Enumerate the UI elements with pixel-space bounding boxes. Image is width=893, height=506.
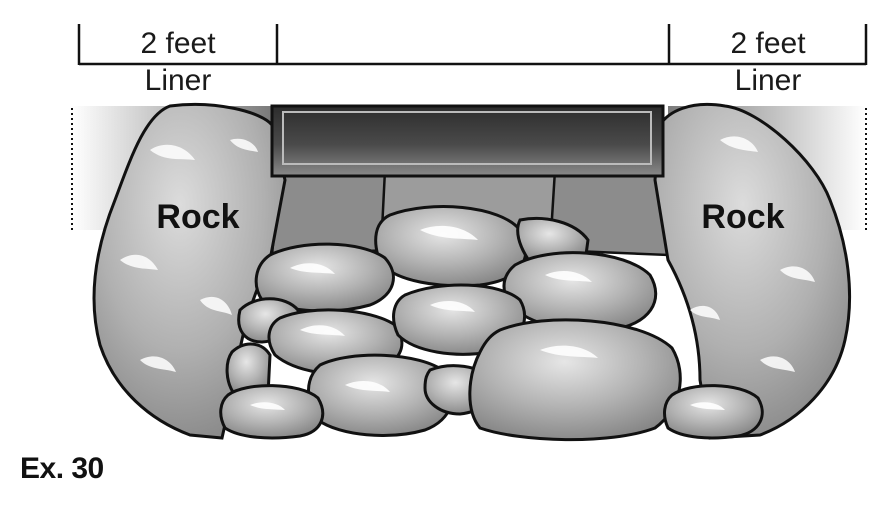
- front-rock-highlights: [250, 225, 725, 410]
- left-dimension-measure: 2 feet: [140, 27, 216, 60]
- left-dimension-label: Liner: [145, 64, 212, 97]
- right-large-rock: [653, 102, 852, 440]
- front-rocks: [219, 205, 764, 442]
- fireplace-box: [270, 104, 665, 178]
- right-rock-label: Rock: [701, 198, 784, 236]
- left-rock-label: Rock: [156, 198, 239, 236]
- figure-caption: Ex. 30: [20, 452, 104, 485]
- right-rock-texture: [690, 136, 815, 372]
- right-dimension-label: Liner: [735, 64, 802, 97]
- dimension-lines: [77, 24, 868, 66]
- left-rock-texture: [120, 138, 258, 372]
- right-dimension-measure: 2 feet: [730, 27, 806, 60]
